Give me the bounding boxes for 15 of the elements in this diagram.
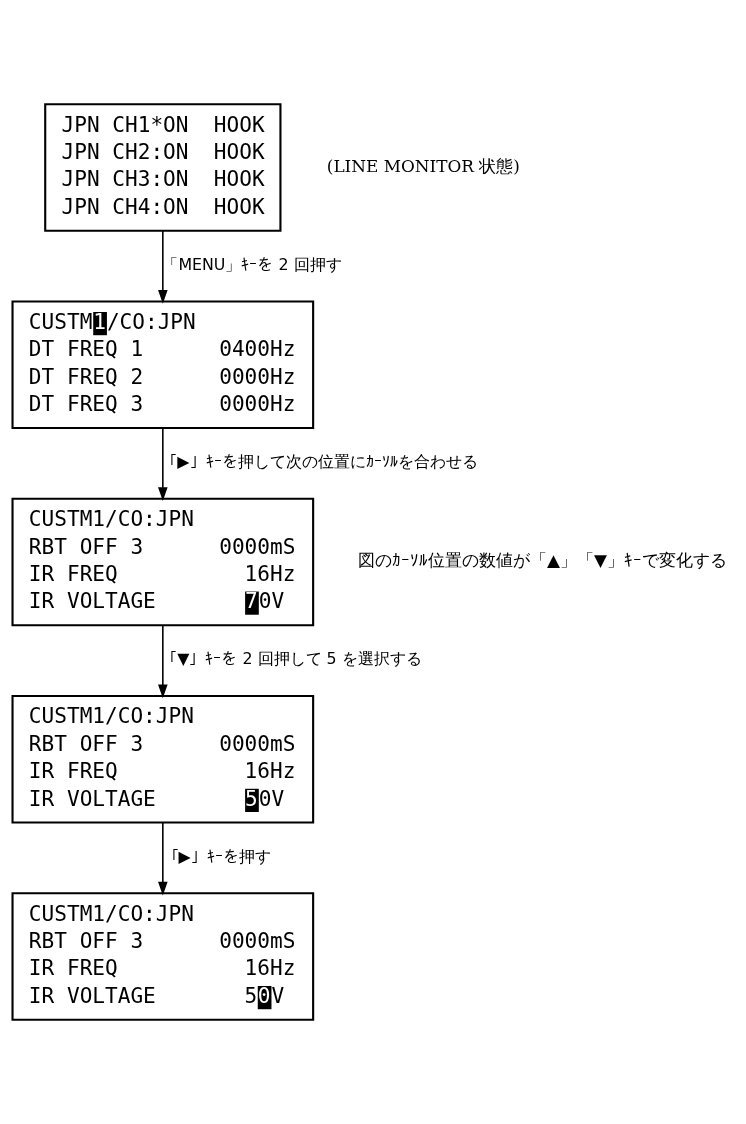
node-label: (LINE MONITOR 状態) <box>326 155 520 176</box>
edge-label: 「▶」ｷｰを押す <box>162 846 271 866</box>
arrow <box>158 427 168 501</box>
node-box: CUSTM1/CO:JPN RBT OFF 3 0000mS IR FREQ 16Hz IR VOLTAGE 50V <box>11 694 315 824</box>
node-box: JPN CH1*ON HOOK JPN CH2:ON HOOK JPN CH3:ON HOOK JPN CH4:ON HOOK <box>44 103 282 232</box>
arrow <box>158 230 168 304</box>
arrow <box>158 624 168 699</box>
edge-label: 「▼」ｷｰを 2 回押して 5 を選択する <box>161 649 422 669</box>
arrow <box>158 821 168 896</box>
node-label: 図のｶｰｿﾙ位置の数値が「▲」「▼」ｷｰで変化する <box>358 550 728 571</box>
edge-label: 「▶」ｷｰを押して次の位置にｶｰｿﾙを合わせる <box>161 452 478 472</box>
node-box: CUSTM1/CO:JPN RBT OFF 3 0000mS IR FREQ 16Hz IR VOLTAGE 70V <box>11 497 315 627</box>
node-box: CUSTM1/CO:JPN RBT OFF 3 0000mS IR FREQ 16Hz IR VOLTAGE 50V <box>11 892 315 1021</box>
edge-label: 「MENU」ｷｰを 2 回押す <box>162 254 342 274</box>
node-box: CUSTM1/CO:JPN DT FREQ 1 0400Hz DT FREQ 2 0000Hz DT FREQ 3 0000Hz <box>11 300 315 430</box>
